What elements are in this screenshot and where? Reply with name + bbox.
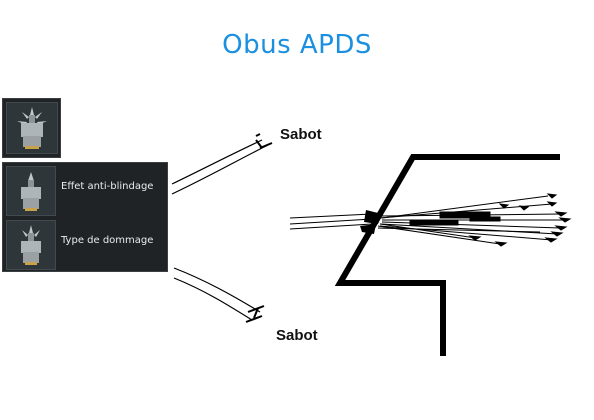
apds-shell-icon — [6, 102, 58, 154]
spall-fragments — [377, 193, 572, 247]
sabot-label-top: Sabot — [280, 126, 322, 143]
apds-shell-icon — [6, 220, 56, 270]
panel-row-armor-effect[interactable]: Effet anti-blindage — [3, 164, 167, 216]
apds-shell-icon — [6, 166, 56, 216]
sabot-petal-bottom — [173, 267, 261, 321]
panel-row-label: Type de dommage — [61, 235, 154, 246]
diagram-title: Obus APDS — [222, 30, 372, 60]
sabot-marker-bottom — [245, 305, 265, 323]
sabot-petal-top — [171, 139, 269, 195]
shell-icon-tile[interactable] — [2, 98, 61, 158]
shell-info-panel: Effet anti-blindage Type de dommage — [2, 162, 168, 272]
penetrator-trajectory — [289, 213, 373, 230]
impact-point — [360, 210, 382, 234]
sabot-marker-top — [255, 133, 273, 149]
sabot-label-bottom: Sabot — [276, 327, 318, 344]
armor-plate — [334, 154, 560, 356]
panel-row-damage-type[interactable]: Type de dommage — [3, 218, 167, 270]
panel-row-label: Effet anti-blindage — [61, 181, 154, 192]
